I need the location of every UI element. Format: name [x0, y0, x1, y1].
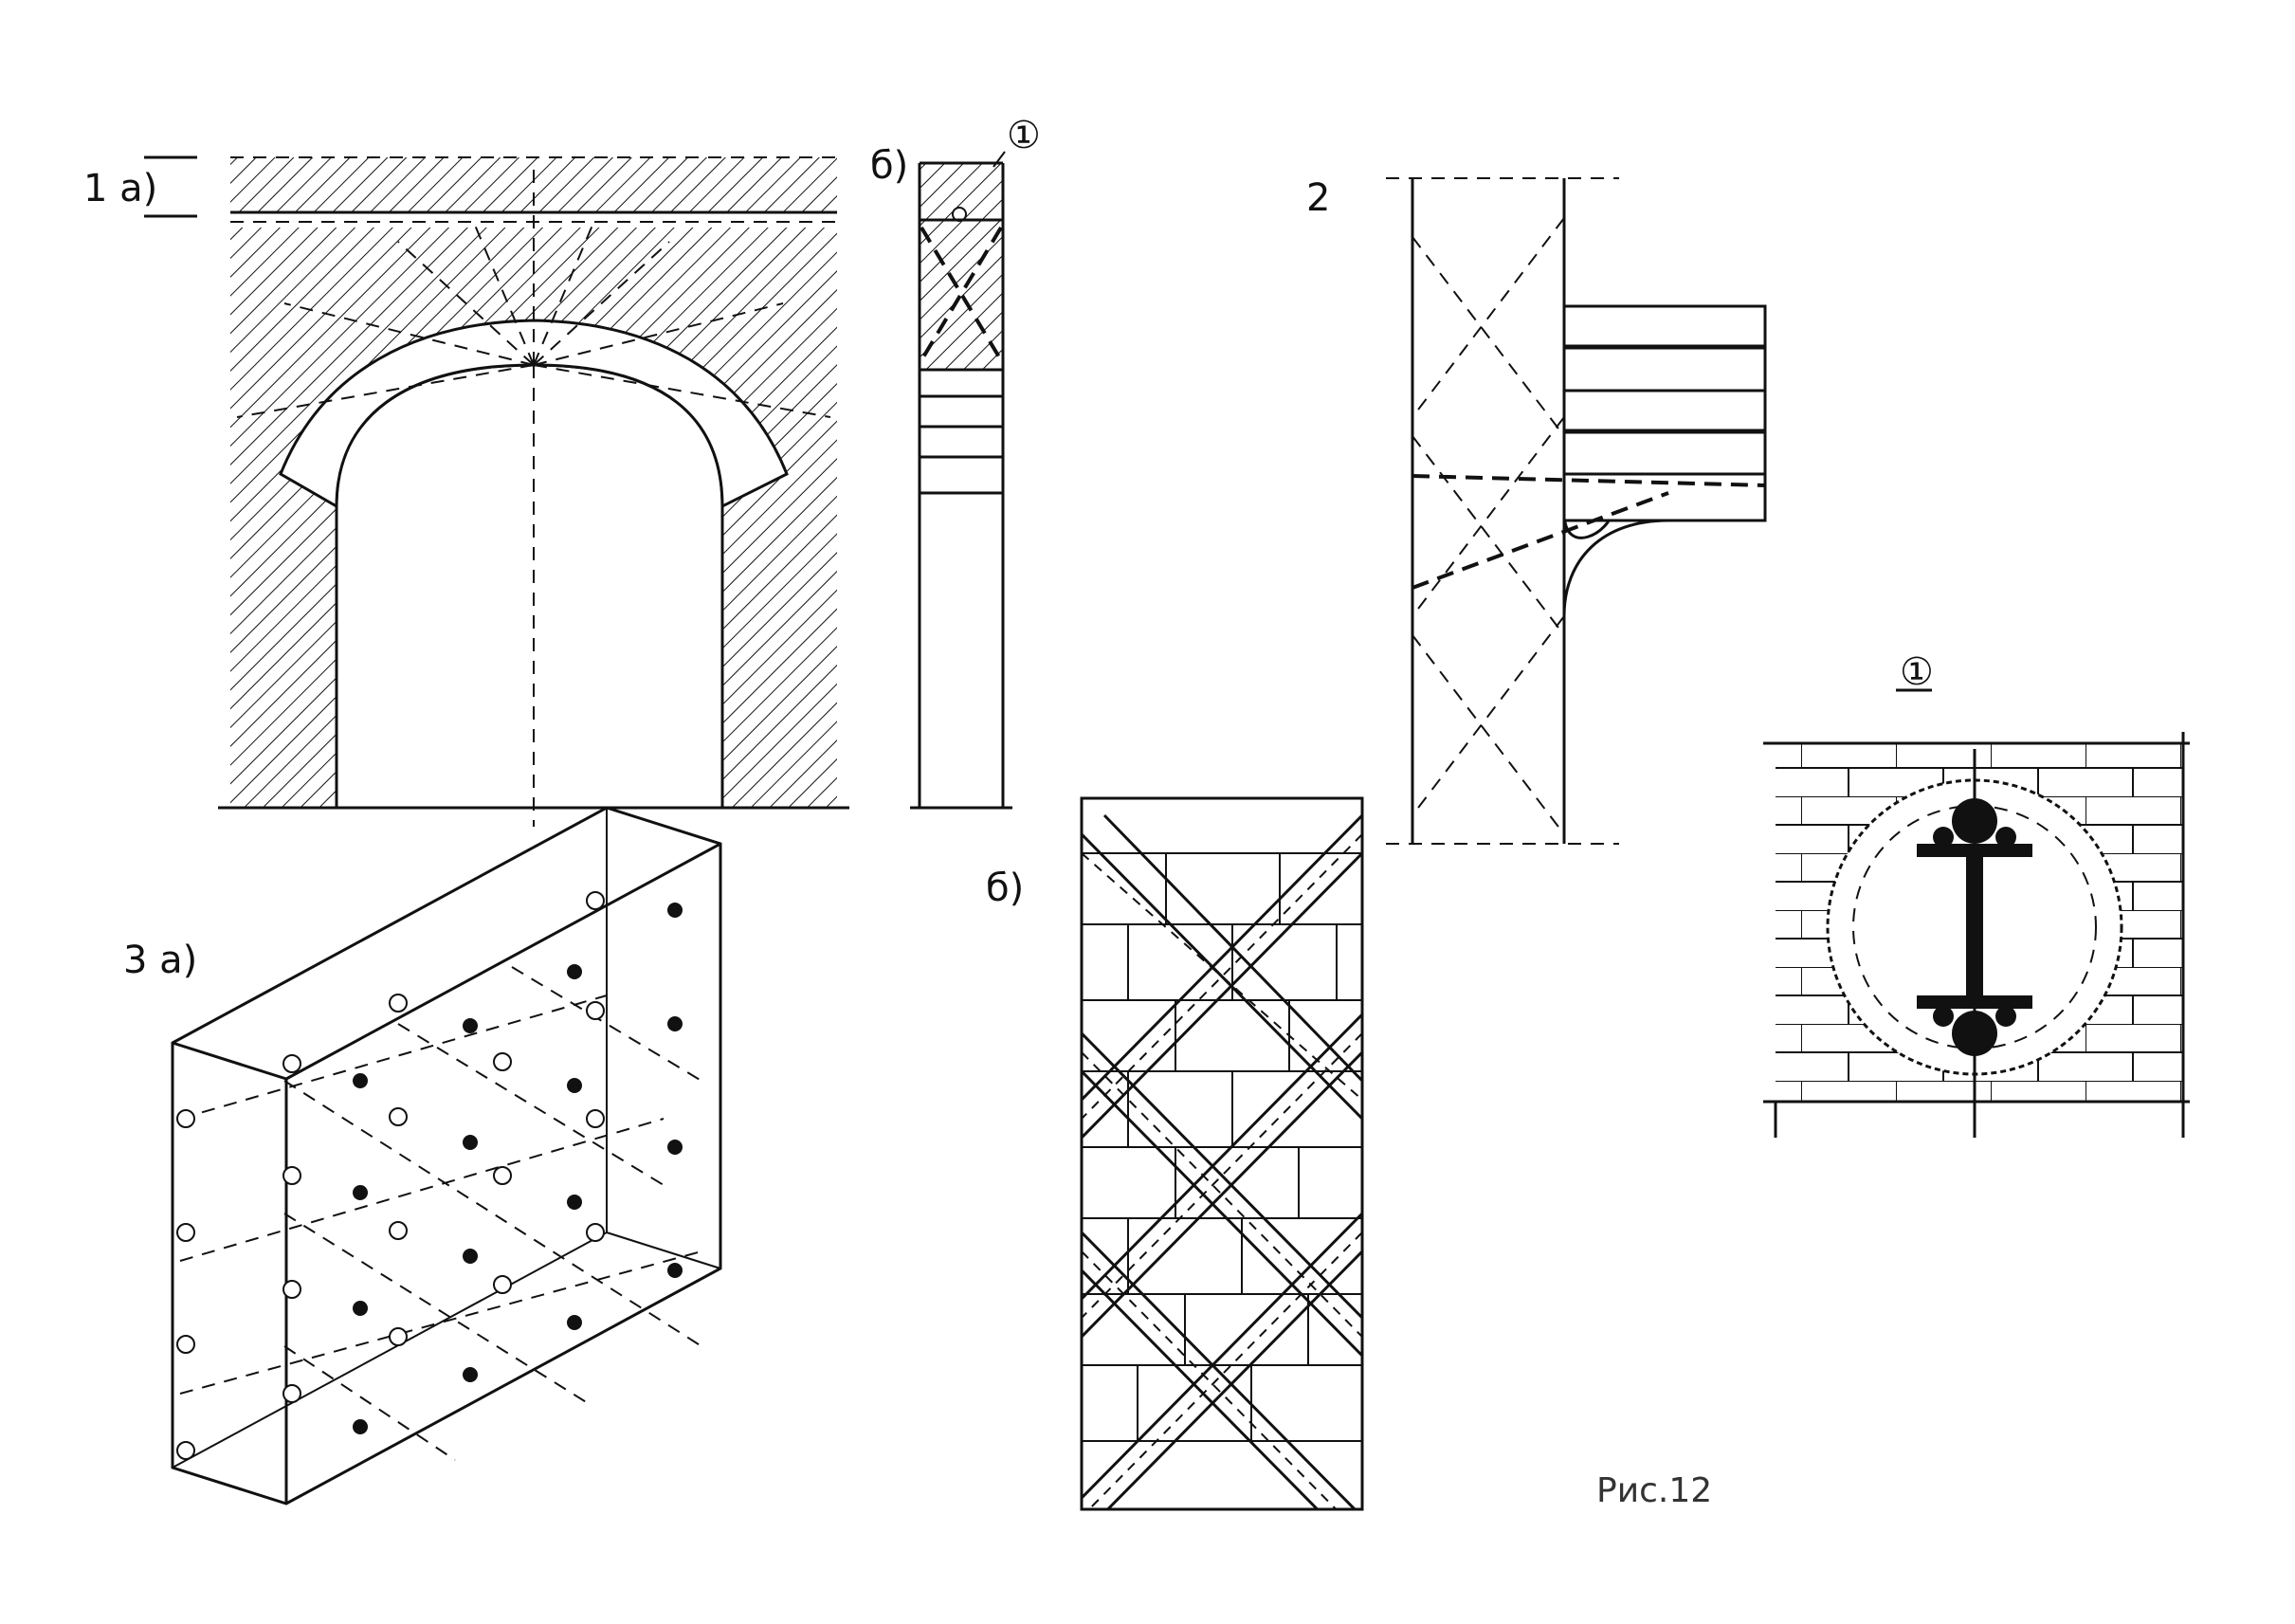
figure-1a-label: 1 а): [83, 167, 157, 210]
figure-3a-panel: 3 а): [123, 806, 722, 1505]
figure-3b-cracked-masonry: б): [986, 796, 1364, 1511]
detail-callout-label: ①: [1900, 650, 1934, 694]
figure-3b-label: б): [986, 867, 1024, 910]
detail-1-ibeam: ①: [1763, 650, 2190, 1138]
figure-3a-label: 3 а): [123, 939, 197, 982]
figure-2-label: 2: [1306, 176, 1330, 220]
figure-1b-label: б): [870, 144, 908, 188]
figure-1b-section: б) ①: [870, 114, 1041, 810]
figure-1a-arch-wall: 1 а): [83, 155, 849, 827]
figure-2-wall-slab: 2: [1306, 176, 1767, 845]
callout-marker: ①: [1007, 114, 1041, 157]
figure-caption: Рис.12: [1596, 1471, 1712, 1510]
